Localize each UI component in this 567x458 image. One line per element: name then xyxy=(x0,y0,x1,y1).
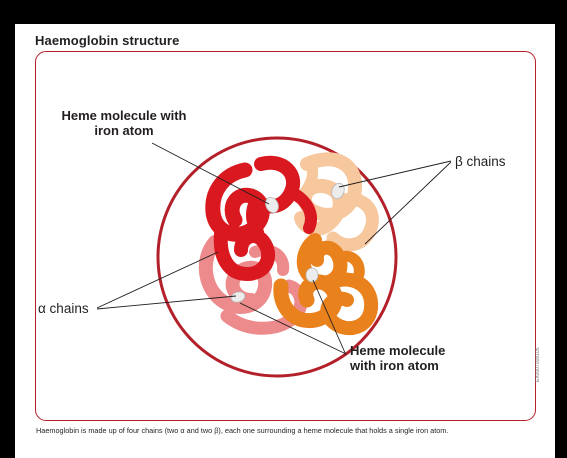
label-beta-chains: β chains xyxy=(455,154,506,169)
label-heme-top-line2: iron atom xyxy=(94,123,153,138)
haemoglobin-diagram: Heme molecule with iron atom β chains α … xyxy=(15,24,555,424)
label-heme-bottom-line1: Heme molecule xyxy=(350,343,445,358)
label-alpha-chains: α chains xyxy=(38,301,89,316)
figure-caption: Haemoglobin is made up of four chains (t… xyxy=(36,426,448,435)
figure-panel: Haemoglobin structure xyxy=(15,24,555,458)
heme-beta-orange xyxy=(306,268,318,282)
label-heme-top-line1: Heme molecule with xyxy=(62,108,187,123)
reference-code: EX0007008105 xyxy=(535,348,541,382)
label-heme-bottom-line2: with iron atom xyxy=(349,358,439,373)
